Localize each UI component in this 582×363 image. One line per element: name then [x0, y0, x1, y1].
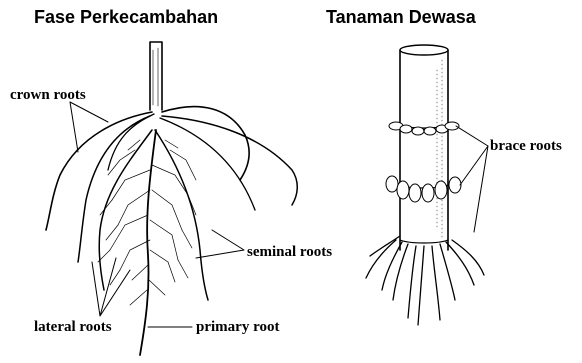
- label-brace-roots: brace roots: [490, 137, 562, 155]
- stalk: [400, 50, 448, 250]
- seminal-root: [155, 130, 208, 300]
- crown-root: [108, 114, 154, 170]
- brace-roots-grounded: [366, 236, 484, 325]
- label-lateral-roots: lateral roots: [34, 318, 112, 336]
- leader-line: [456, 126, 488, 232]
- crown-root: [78, 116, 150, 262]
- mature-plant-illustration: [366, 45, 488, 325]
- leader-line: [70, 102, 108, 152]
- leader-line: [92, 258, 130, 316]
- label-crown-roots: crown roots: [10, 86, 86, 104]
- brace-root-ring: [386, 176, 461, 202]
- seedling-stem: [150, 42, 162, 110]
- stalk-top: [400, 45, 448, 55]
- crown-root: [162, 116, 297, 205]
- label-seminal-roots: seminal roots: [247, 243, 332, 261]
- leader-line: [196, 230, 244, 258]
- label-primary-root: primary root: [196, 318, 279, 336]
- crown-root: [46, 112, 152, 230]
- primary-root: [140, 130, 156, 355]
